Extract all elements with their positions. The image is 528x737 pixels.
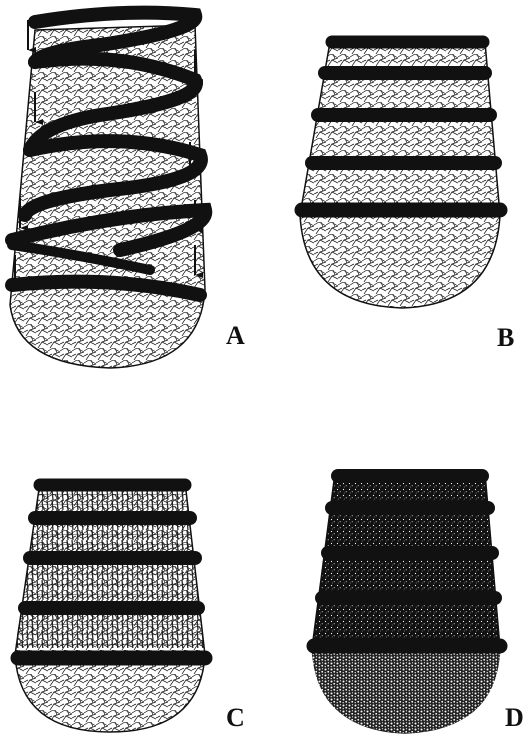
panel-c-illustration	[0, 470, 260, 737]
panel-label-d: D	[505, 705, 524, 731]
panel-d: D	[300, 458, 528, 737]
panel-a-illustration	[0, 0, 260, 370]
panel-b: B	[290, 30, 528, 350]
panel-a: A	[0, 0, 260, 370]
panel-c: C	[0, 470, 260, 737]
panel-label-a: A	[226, 323, 245, 349]
panel-b-illustration	[290, 30, 528, 350]
panel-label-b: B	[497, 325, 514, 351]
panel-label-c: C	[226, 705, 245, 731]
panel-d-illustration	[300, 458, 528, 737]
